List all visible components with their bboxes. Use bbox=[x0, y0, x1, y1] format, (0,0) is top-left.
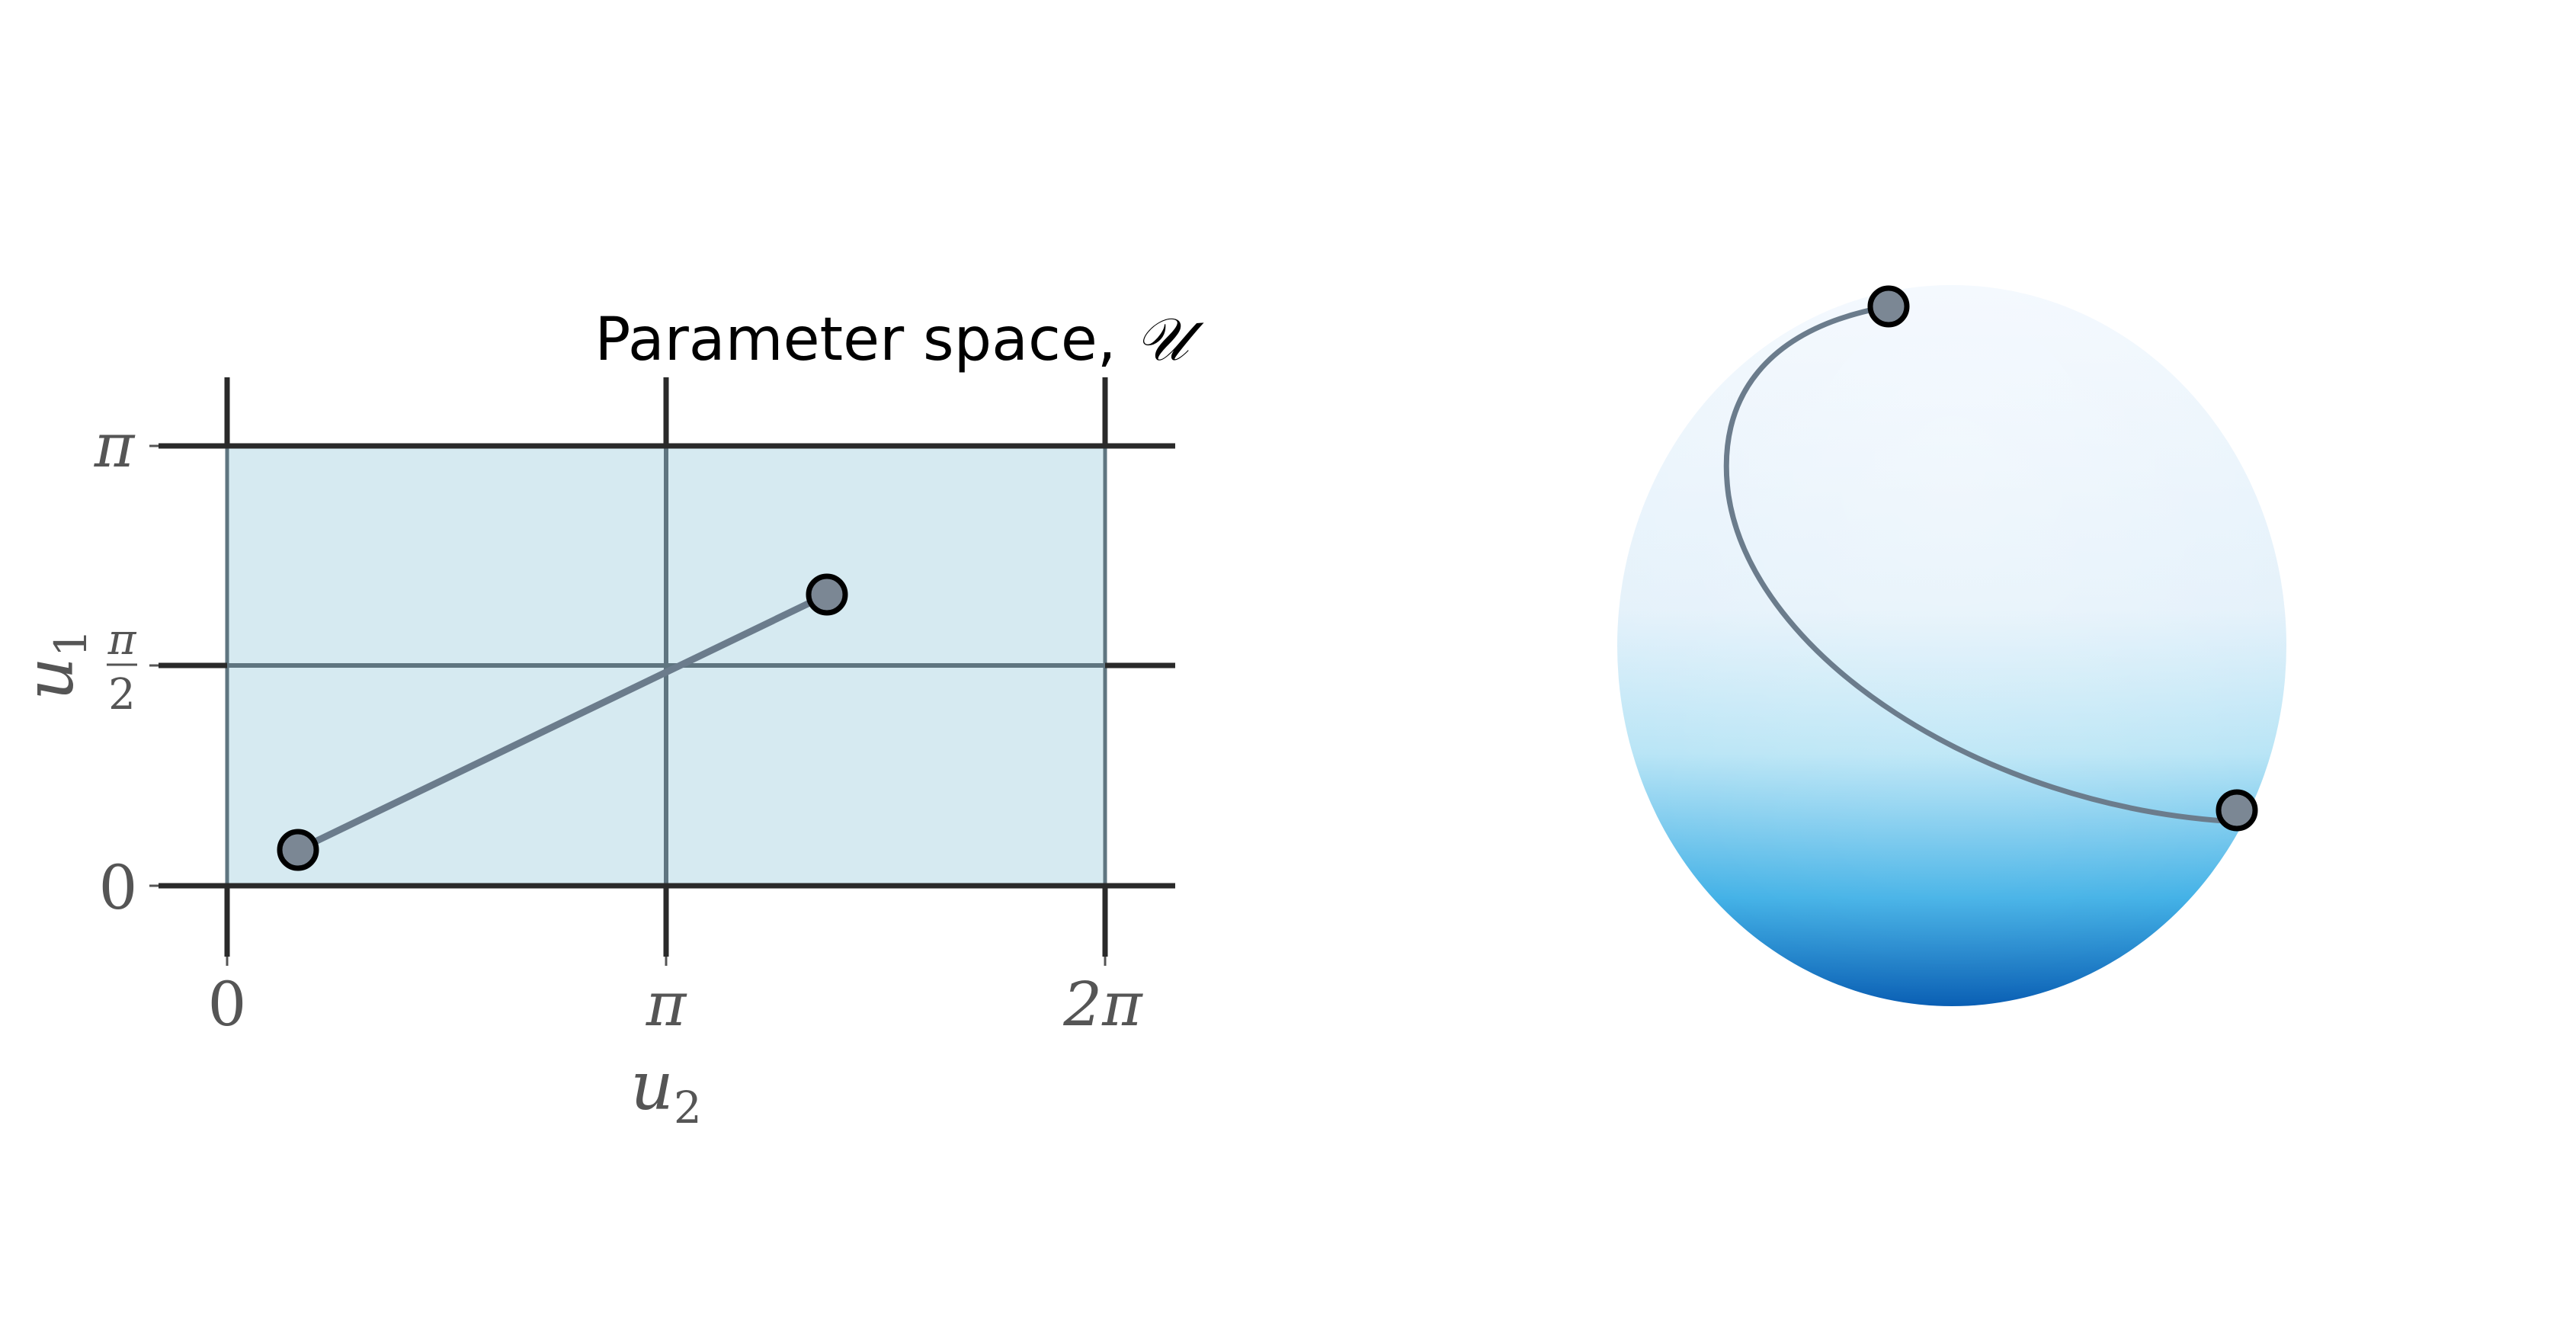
sphere-start-marker bbox=[1867, 285, 1910, 328]
x-tick-label-pi: π bbox=[646, 969, 687, 1040]
sphere-highlight bbox=[1617, 285, 2286, 1006]
x-tick-label-zero: 0 bbox=[208, 969, 247, 1040]
x-tick-label-two-pi: 2π bbox=[1062, 969, 1143, 1040]
y-axis-label: u1 bbox=[10, 629, 97, 701]
y-tick-label-half-pi-denominator: 2 bbox=[108, 670, 136, 720]
y-tick-label-pi: π bbox=[94, 410, 136, 481]
y-tick-label-half-pi-numerator: π bbox=[107, 615, 137, 665]
panel-title: Parameter space, 𝒰 bbox=[594, 306, 1204, 374]
path-end-marker bbox=[806, 573, 848, 616]
sphere-geodesic-path bbox=[1723, 303, 2240, 825]
y-tick-label-half-pi: π 2 bbox=[107, 615, 137, 720]
y-tick-label-zero: 0 bbox=[99, 852, 138, 923]
x-axis-label: u2 bbox=[630, 1047, 702, 1133]
parameter-path bbox=[294, 591, 831, 854]
parameter-space-panel: Parameter space, 𝒰 π π 2 0 bbox=[10, 306, 1204, 1133]
path-start-marker bbox=[277, 829, 319, 871]
sphere-panel bbox=[1617, 285, 2286, 1006]
sphere-end-marker bbox=[2216, 789, 2258, 832]
